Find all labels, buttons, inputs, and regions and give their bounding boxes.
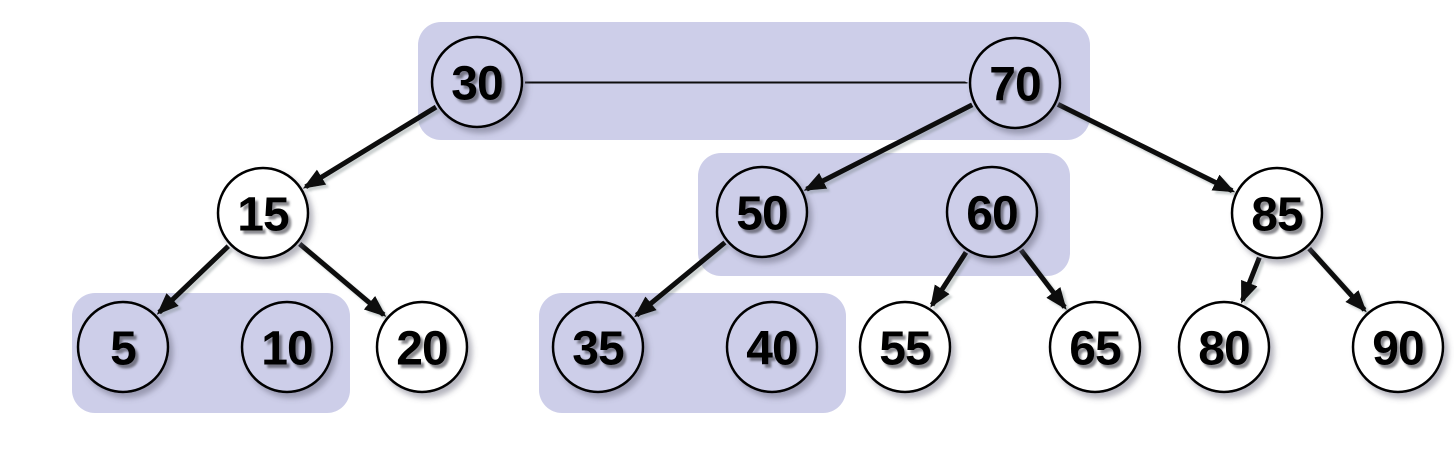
tree-node-label-40: 40	[746, 323, 797, 376]
tree-node-label-80: 80	[1198, 323, 1249, 376]
tree-node-label-55: 55	[879, 323, 931, 376]
tree-node-label-60: 60	[966, 188, 1017, 241]
tree-node-circle-60	[945, 165, 1039, 259]
edge-60-55	[929, 250, 969, 308]
tree-node-label-30: 30	[451, 58, 502, 111]
edge-15-20	[298, 242, 387, 317]
tree-node-label-70: 70	[989, 59, 1040, 112]
tree-node-circle-65	[1048, 300, 1142, 394]
tree-node-label-90: 90	[1372, 323, 1423, 376]
edge-30-70	[524, 74, 969, 92]
tree-node-circle-40	[725, 300, 819, 394]
tree-node-label-50: 50	[736, 188, 787, 241]
edge-30-15	[302, 104, 438, 190]
tree-node-circle-50	[715, 165, 809, 259]
edge-85-80	[1240, 256, 1262, 304]
edge-70-50	[803, 102, 974, 192]
edge-15-5	[156, 244, 231, 315]
tree-node-label-35: 35	[572, 323, 624, 376]
tree-node-circle-35	[551, 300, 645, 394]
edge-50-35	[634, 240, 727, 318]
tree-node-label-85: 85	[1251, 189, 1303, 242]
tree-node-circle-15	[216, 166, 310, 260]
tree-node-circle-55	[858, 300, 952, 394]
tree-node-circle-20	[375, 300, 469, 394]
edge-85-90	[1307, 246, 1367, 313]
tree-node-circle-85	[1230, 166, 1324, 260]
edge-60-65	[1019, 248, 1067, 310]
tree-node-circle-10	[240, 300, 334, 394]
edge-70-85	[1056, 102, 1236, 194]
tree-node-circle-5	[76, 300, 170, 394]
tree-node-circle-90	[1351, 300, 1445, 394]
tree-node-label-10: 10	[261, 323, 312, 376]
tree-node-circle-80	[1177, 300, 1271, 394]
tree-node-circle-30	[430, 35, 524, 129]
tree-node-label-65: 65	[1069, 323, 1121, 376]
tree-node-label-15: 15	[237, 189, 289, 242]
tree-node-label-5: 5	[110, 323, 136, 376]
tree-node-circle-70	[968, 36, 1062, 130]
tree-node-label-20: 20	[396, 323, 447, 376]
